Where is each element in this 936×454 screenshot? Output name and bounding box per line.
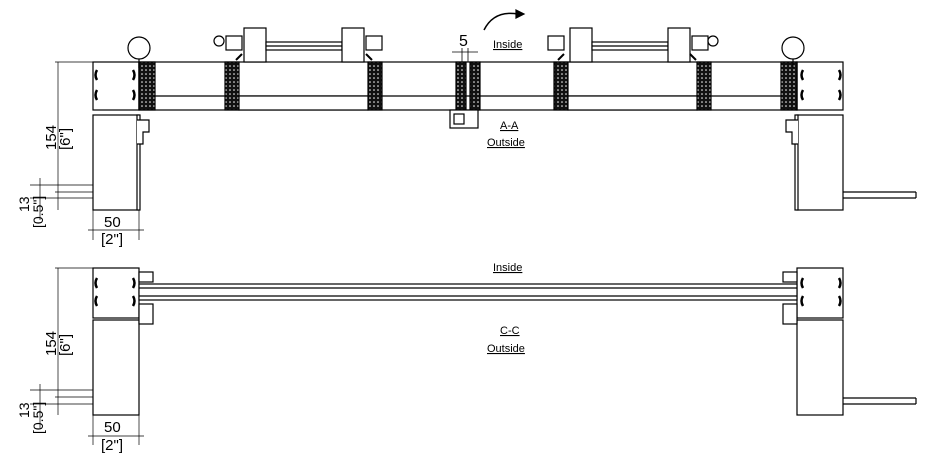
gasket-center-l (455, 61, 467, 111)
cc-section-label: C-C (500, 325, 520, 337)
glass-pane-cc (138, 283, 798, 301)
gasket-center-r (469, 61, 481, 111)
aa-height-in: [6"] (57, 128, 74, 150)
gasket-mullion-1 (224, 61, 240, 111)
aa-gap-dimension: 5 (459, 33, 468, 50)
cc-width-in: [2"] (101, 437, 123, 454)
section-aa (30, 9, 917, 240)
cc-inside-label: Inside (493, 262, 522, 274)
gasket-right (780, 61, 798, 111)
cc-sill-in: [0.5"] (30, 402, 46, 434)
top-hardware-right (547, 27, 719, 63)
aa-inside-label: Inside (493, 39, 522, 51)
aa-height-mm: 154 (43, 125, 60, 150)
aa-sill-mm: 13 (16, 196, 32, 212)
top-hardware-left (213, 27, 383, 63)
aa-outside-label: Outside (487, 137, 525, 149)
right-jamb-cc (782, 267, 917, 416)
left-jamb-cc (92, 267, 154, 416)
cc-height-mm: 154 (43, 331, 60, 356)
aa-width-mm: 50 (104, 214, 121, 231)
aa-section-label: A-A (500, 120, 519, 132)
cc-sill-mm: 13 (16, 402, 32, 418)
section-cc (30, 267, 917, 445)
swing-arrow (483, 12, 519, 31)
left-jamb-aa (92, 61, 150, 211)
gasket-mullion-4 (696, 61, 712, 111)
cc-outside-label: Outside (487, 343, 525, 355)
aa-sill-in: [0.5"] (30, 196, 46, 228)
gasket-mullion-2 (367, 61, 383, 111)
gasket-left (138, 61, 156, 111)
cc-width-mm: 50 (104, 419, 121, 436)
hinge-right (781, 36, 805, 60)
cc-height-in: [6"] (57, 334, 74, 356)
hinge-left (127, 36, 151, 60)
right-jamb-aa (785, 61, 917, 211)
gasket-mullion-3 (553, 61, 569, 111)
aa-width-in: [2"] (101, 231, 123, 248)
